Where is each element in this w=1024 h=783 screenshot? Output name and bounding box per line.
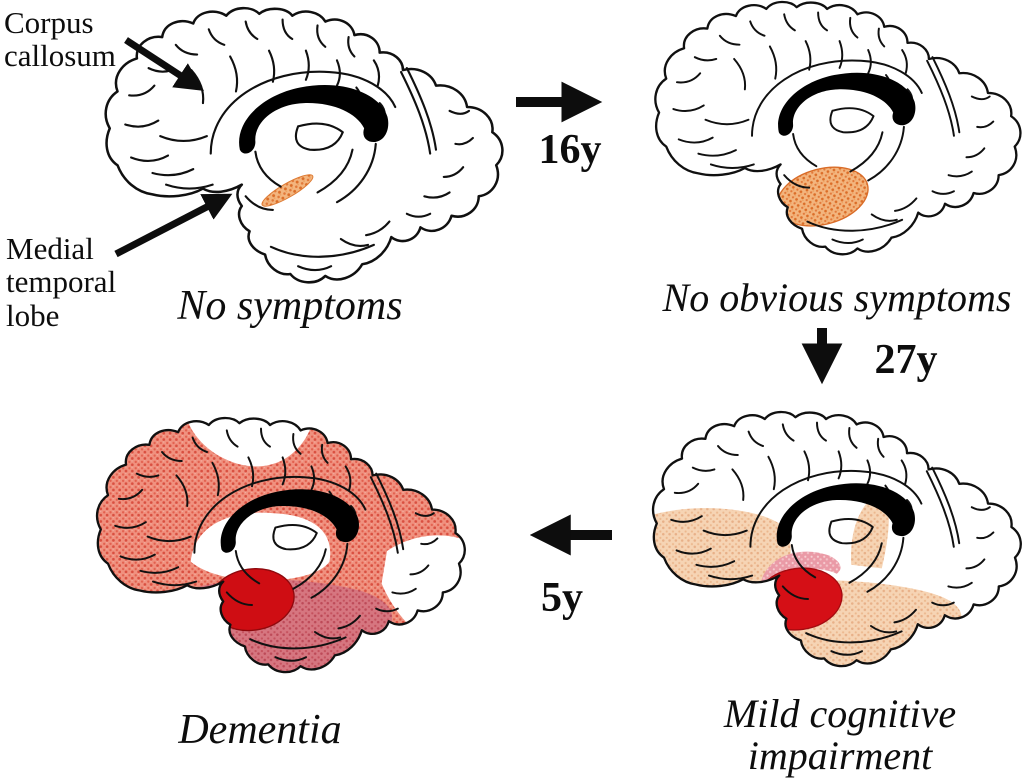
brain-stage3-illustration xyxy=(646,410,1024,689)
brain-stage4-illustration xyxy=(90,416,468,695)
spared-region-paracentral xyxy=(184,418,315,467)
transition-27y-label: 27y xyxy=(874,337,938,383)
transition-5y-label: 5y xyxy=(541,575,583,621)
affected-region-frontal-peach xyxy=(653,508,791,603)
brain-stage2-illustration xyxy=(648,0,1024,277)
corpus-callosum-label: Corpus callosum xyxy=(4,5,116,74)
affected-region-medial-temporal-small xyxy=(261,174,314,207)
stage3-caption: Mild cognitive impairment xyxy=(723,691,957,778)
stage1-caption: No symptoms xyxy=(177,283,403,329)
medial-temporal-label: Medial temporal lobe xyxy=(6,231,117,333)
stage4-caption: Dementia xyxy=(178,707,342,753)
stage2-caption: No obvious symptoms xyxy=(662,275,1012,320)
transition-16y-label: 16y xyxy=(538,127,602,173)
corpus-callosum-pointer-arrow-icon xyxy=(124,37,205,91)
brain-stage1-illustration xyxy=(98,6,506,307)
medial-temporal-pointer-arrow-icon xyxy=(114,193,233,258)
